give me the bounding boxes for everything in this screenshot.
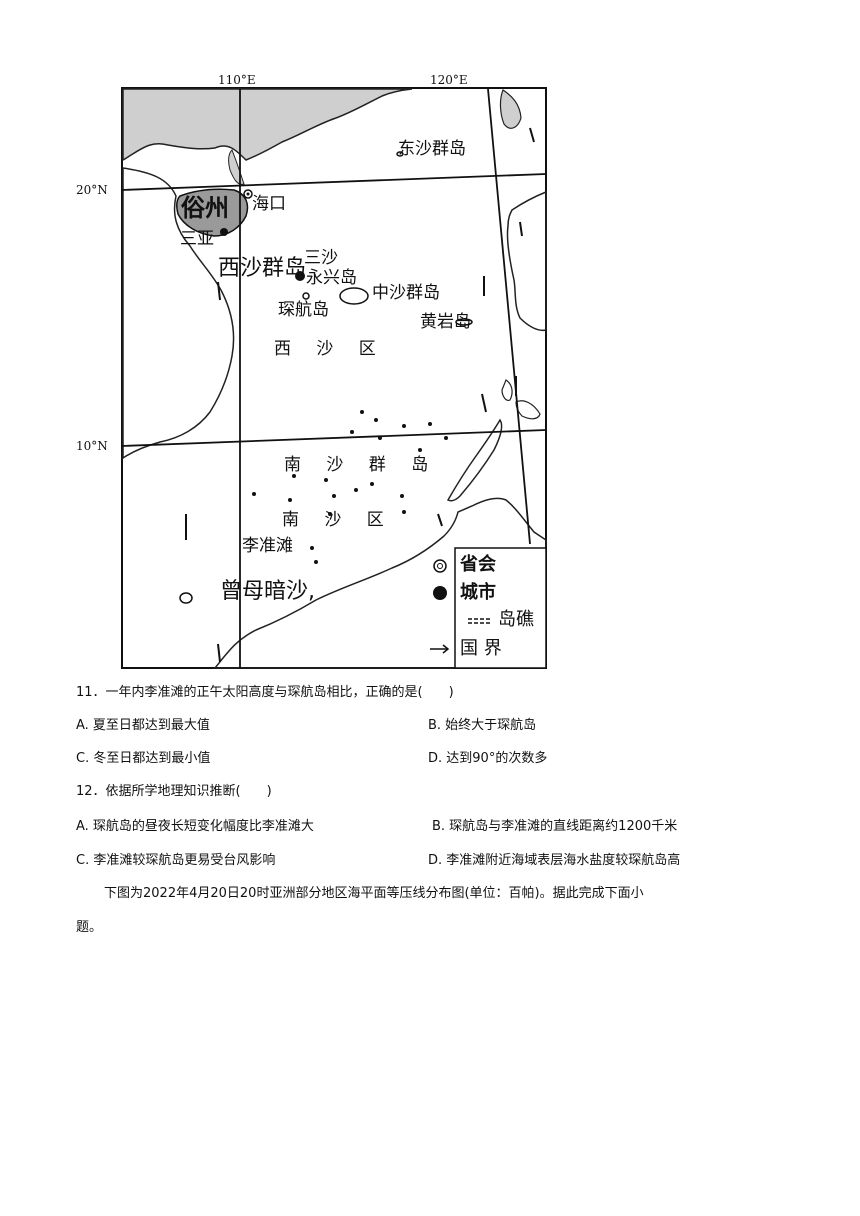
reef-clusters xyxy=(179,151,473,604)
q11-option-c: C. 冬至日都达到最小值 xyxy=(76,751,211,766)
question-11-stem: 11．一年内李准滩的正午太阳高度与琛航岛相比，正确的是( ) xyxy=(76,685,454,700)
legend-border-symbol xyxy=(430,644,450,654)
legend-reef-symbol xyxy=(468,618,490,624)
mindoro xyxy=(501,379,513,401)
map-drawing xyxy=(121,87,547,669)
sanya-label: 三亚 xyxy=(180,229,214,249)
zengmu-label: 曾母暗沙, xyxy=(220,579,315,604)
hainan-island xyxy=(175,188,249,237)
sansha-city-dot xyxy=(295,271,305,281)
indochina-coast xyxy=(122,167,235,460)
legend-city-label: 城市 xyxy=(460,582,496,603)
lon-120-line xyxy=(487,88,531,545)
xisha-district-label: 西 沙 区 xyxy=(274,339,386,359)
haikou-label: 海口 xyxy=(252,194,286,214)
palawan xyxy=(446,418,503,502)
sanya-dot xyxy=(220,228,228,236)
lat-10-label: 10°N xyxy=(76,439,108,453)
nansha-islands-label: 南 沙 群 岛 xyxy=(284,455,439,475)
lat-20-label: 20°N xyxy=(76,183,108,197)
q12-option-c: C. 李准滩较琛航岛更易受台风影响 xyxy=(76,853,276,868)
intro-line-1: 下图为2022年4月20日20时亚洲部分地区海平面等压线分布图(单位：百帕)。据… xyxy=(104,886,644,901)
legend-box xyxy=(454,547,547,669)
lizhuntan-label: 李准滩 xyxy=(242,536,293,556)
huangyan-label: 黄岩岛 xyxy=(420,312,471,332)
reef-dots xyxy=(252,410,448,564)
lon-110-label: 110°E xyxy=(218,73,256,87)
question-12-stem: 12．依据所学地理知识推断( ) xyxy=(76,784,272,799)
intro-line-2: 题。 xyxy=(76,920,103,935)
taiwan xyxy=(499,89,522,129)
national-border-dashes xyxy=(185,127,535,663)
south-china-sea-map: 110°E 120°E 20°N 10°N 东沙群岛 俗州 海口 三亚 三沙 西… xyxy=(76,73,547,669)
q12-option-a: A. 琛航岛的昼夜长短变化幅度比李准滩大 xyxy=(76,819,314,834)
sansha-label: 三沙 xyxy=(304,248,338,268)
lat-20-line xyxy=(121,173,547,191)
yongxing-label: 永兴岛 xyxy=(306,268,357,288)
q12-option-d: D. 李准滩附近海域表层海水盐度较琛航岛高 xyxy=(428,853,681,868)
q11-option-d: D. 达到90°的次数多 xyxy=(428,751,548,766)
xisha-islands-label: 西沙群岛 xyxy=(218,256,307,281)
mainland-coast xyxy=(122,88,413,162)
legend-capital-label: 省会 xyxy=(460,554,496,575)
nansha-district-label: 南 沙 区 xyxy=(282,510,394,530)
hainan-overlay-label: 俗州 xyxy=(181,194,229,222)
lat-10-line xyxy=(121,429,547,447)
zhongsha-label: 中沙群岛 xyxy=(372,283,440,303)
legend-border-label: 国 界 xyxy=(460,638,502,659)
borneo-coast xyxy=(213,497,547,669)
luzon xyxy=(506,190,547,332)
legend-reef-label: 岛礁 xyxy=(498,609,534,630)
q12-option-b: B. 琛航岛与李准滩的直线距离约1200千米 xyxy=(432,819,678,834)
dongsha-label: 东沙群岛 xyxy=(398,139,466,159)
q11-option-b: B. 始终大于琛航岛 xyxy=(428,718,537,733)
tanhang-label: 琛航岛 xyxy=(278,300,329,320)
lon-120-label: 120°E xyxy=(430,73,468,87)
q11-option-a: A. 夏至日都达到最大值 xyxy=(76,718,210,733)
